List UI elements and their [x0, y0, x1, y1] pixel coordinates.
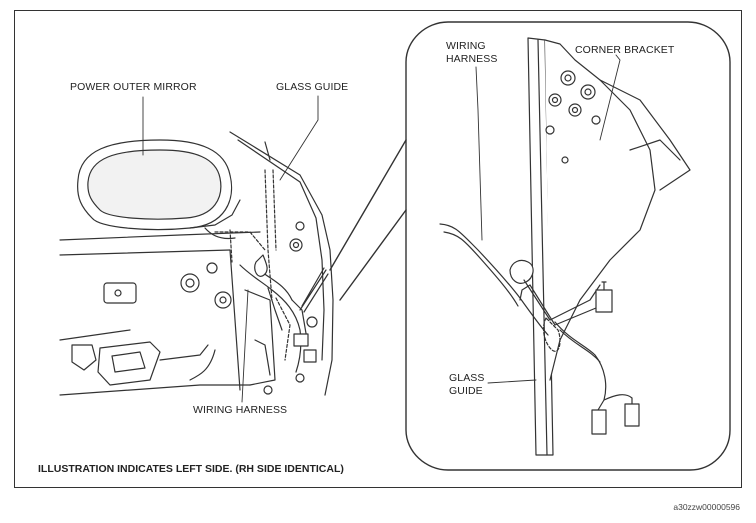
label-inset-wiring-harness-line1: WIRING	[446, 40, 486, 52]
inset-glass-guide-drawing	[527, 37, 691, 456]
label-inset-glass-guide-line1: GLASS	[449, 372, 485, 384]
door-panel-drawing	[71, 221, 318, 395]
figure-code: a30zzw00000596	[673, 502, 740, 512]
leader-lines-inset	[475, 54, 621, 384]
label-corner-bracket: CORNER BRACKET	[575, 44, 675, 56]
glass-guide-main-dashed	[214, 169, 291, 361]
door-frame-drawing	[59, 131, 334, 396]
label-wiring-harness: WIRING HARNESS	[193, 404, 288, 416]
leader-lines-main	[142, 95, 319, 403]
callout-connector-bottom	[339, 209, 407, 301]
inset-glass-guide-dashed	[542, 317, 561, 352]
callout-connector-top	[329, 139, 407, 271]
label-glass-guide: GLASS GUIDE	[276, 81, 349, 93]
power-outer-mirror-drawing	[77, 139, 241, 240]
label-inset-glass-guide-line2: GUIDE	[449, 385, 483, 397]
label-inset-wiring-harness-line2: HARNESS	[446, 53, 498, 65]
wiring-harness-main-drawing	[239, 254, 329, 373]
label-power-outer-mirror: POWER OUTER MIRROR	[70, 81, 197, 93]
inset-wiring-harness-drawing	[439, 223, 640, 435]
illustration-caption: ILLUSTRATION INDICATES LEFT SIDE. (RH SI…	[38, 463, 344, 475]
